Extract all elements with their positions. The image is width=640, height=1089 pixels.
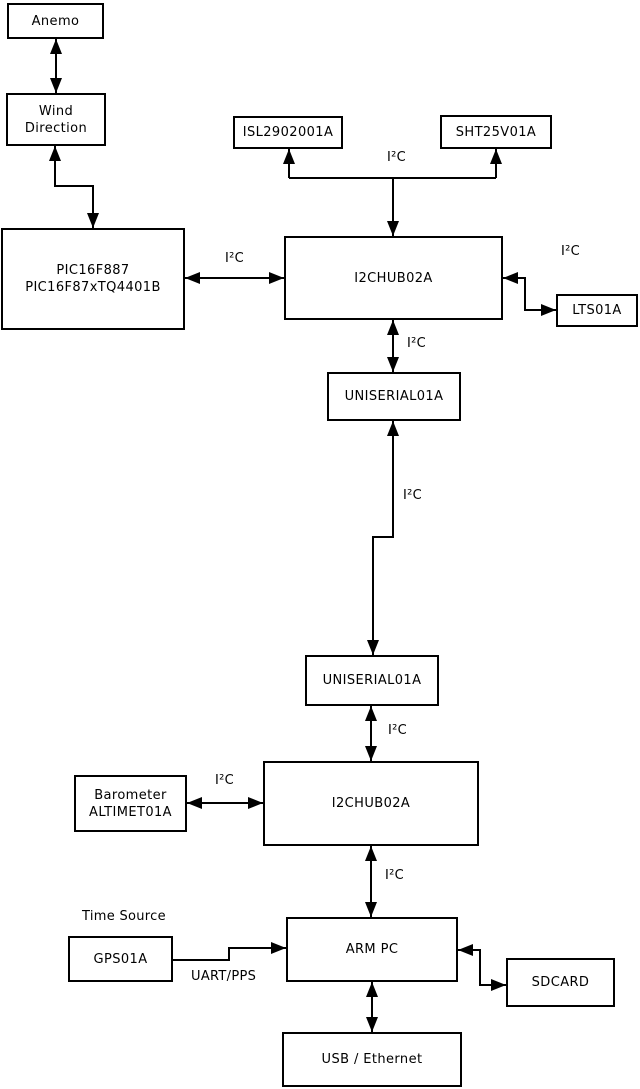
node-anemo: Anemo: [7, 3, 104, 39]
node-pic16f887-line2: PIC16F87xTQ4401B: [25, 280, 161, 295]
node-usb-ethernet: USB / Ethernet: [282, 1032, 462, 1087]
node-gps01a-label: GPS01A: [93, 951, 148, 967]
edge-winddirection-pic: [49, 146, 99, 228]
edge-armpc-sdcard: [458, 944, 506, 991]
node-uniserial01a-bottom-label: UNISERIAL01A: [322, 673, 422, 688]
node-barometer-line1: Barometer: [94, 787, 167, 803]
node-lts01a-label: LTS01A: [572, 303, 622, 318]
i2c-label-branch: I²C: [387, 150, 407, 165]
node-barometer-line2: ALTIMET01A: [89, 804, 172, 820]
node-i2chub02a-bottom-label: I2CHUB02A: [331, 796, 411, 811]
node-arm-pc: ARM PC: [286, 917, 458, 982]
node-isl2902001a-label: ISL2902001A: [242, 125, 334, 140]
node-i2chub02a-bottom: I2CHUB02A: [263, 761, 479, 846]
node-usb-ethernet-label: USB / Ethernet: [321, 1052, 423, 1067]
node-wind-direction-line1: Wind: [38, 103, 74, 119]
node-barometer-altimet01a: Barometer ALTIMET01A: [74, 775, 187, 832]
edge-i2chubtop-lts: [503, 272, 556, 316]
node-sht25v01a: SHT25V01A: [440, 115, 552, 149]
i2c-label-uniserial-hub2: I²C: [388, 723, 408, 738]
node-pic16f887: PIC16F887 PIC16F87xTQ4401B: [1, 228, 185, 330]
node-gps01a: GPS01A: [68, 936, 173, 982]
i2c-label-hub-uniserial: I²C: [407, 336, 427, 351]
node-uniserial01a-top-label: UNISERIAL01A: [344, 389, 444, 404]
node-uniserial01a-bottom: UNISERIAL01A: [305, 655, 439, 706]
node-wind-direction: Wind Direction: [6, 93, 106, 146]
edge-uniserialtop-uniserialbottom: [367, 421, 399, 655]
node-i2chub02a-top-label: I2CHUB02A: [354, 270, 433, 286]
node-lts01a: LTS01A: [556, 294, 638, 327]
i2c-label-hub-lts: I²C: [561, 244, 581, 259]
node-sht25v01a-label: SHT25V01A: [455, 124, 537, 140]
node-sdcard-label: SDCARD: [531, 975, 590, 990]
node-anemo-label: Anemo: [31, 13, 80, 29]
node-pic16f887-line1: PIC16F887: [56, 263, 130, 278]
node-i2chub02a-top: I2CHUB02A: [284, 236, 503, 320]
node-uniserial01a-top: UNISERIAL01A: [327, 372, 461, 421]
time-source-label: Time Source: [82, 909, 166, 924]
i2c-label-barometer-hub2: I²C: [215, 773, 235, 788]
i2c-label-pic-hub: I²C: [225, 251, 245, 266]
i2c-label-hub2-armpc: I²C: [385, 868, 405, 883]
node-arm-pc-label: ARM PC: [345, 942, 399, 957]
edge-gps-armpc: [173, 942, 286, 961]
i2c-label-uniserial-link: I²C: [403, 488, 423, 503]
node-isl2902001a: ISL2902001A: [233, 116, 343, 149]
node-wind-direction-line2: Direction: [24, 120, 88, 136]
node-sdcard: SDCARD: [506, 958, 615, 1007]
uart-pps-label: UART/PPS: [191, 969, 257, 984]
